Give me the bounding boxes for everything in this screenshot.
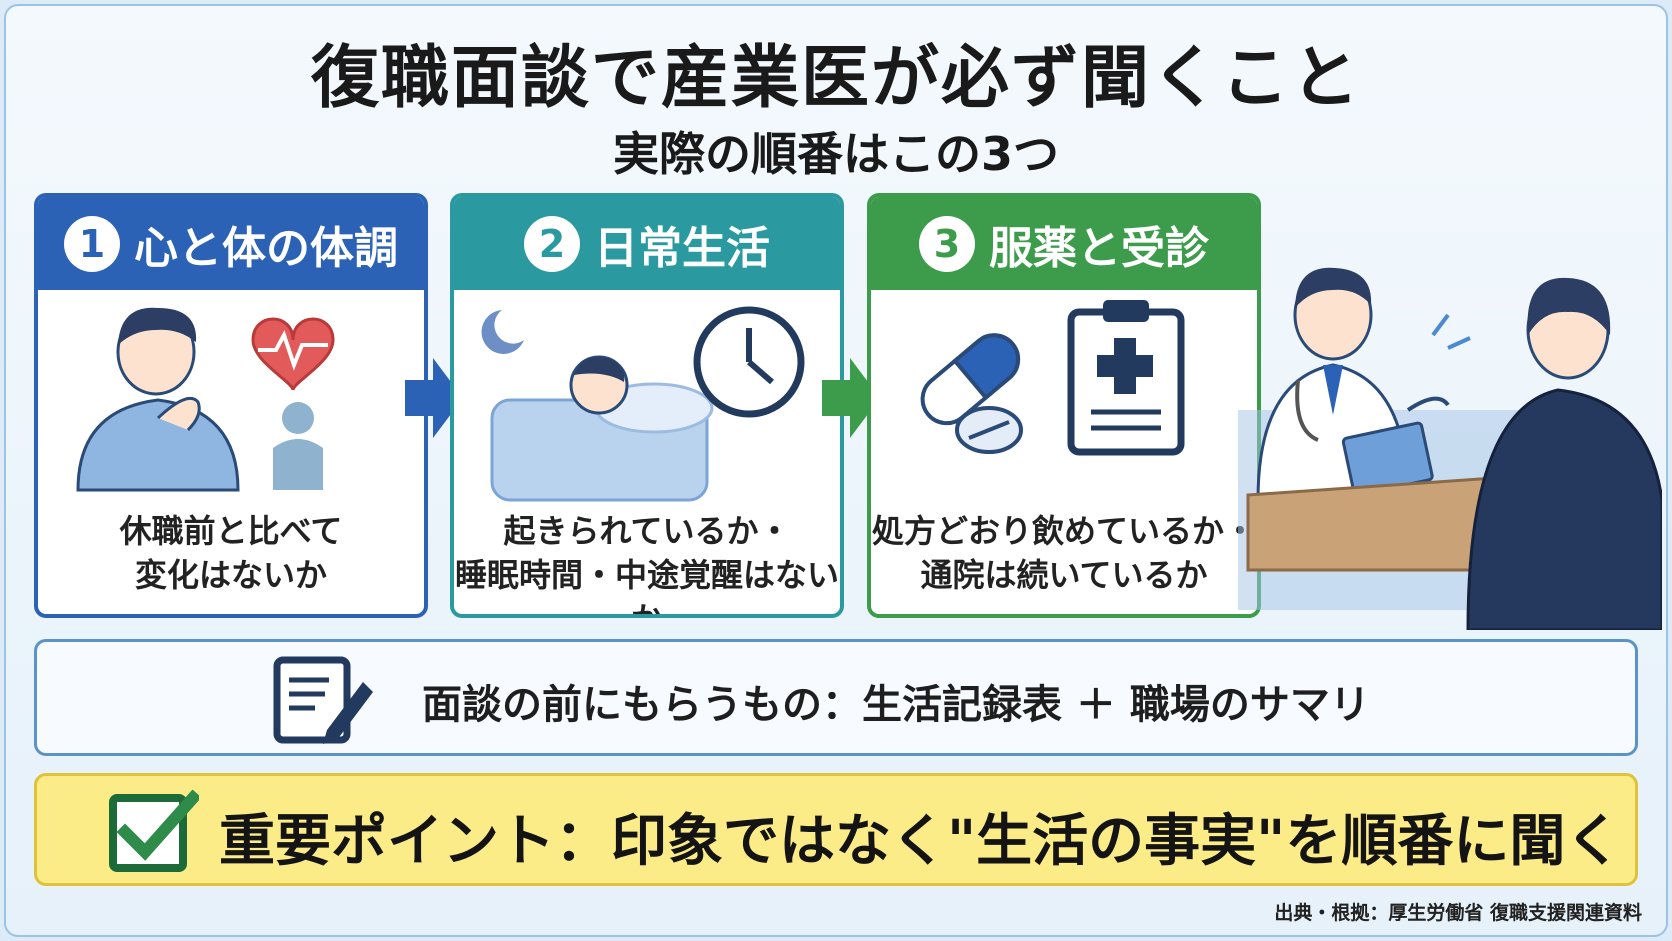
- pre-interview-materials-text: 面談の前にもらうもの：生活記録表 ＋ 職場のサマリ: [422, 682, 1370, 728]
- page-subtitle: 実際の順番はこの3つ: [612, 127, 1059, 181]
- step-header-1: 1 心と体の体調: [38, 197, 424, 290]
- patient-icon: [1466, 277, 1662, 630]
- doctor-patient-consultation-illustration: [1238, 267, 1662, 630]
- moon-icon: [481, 310, 524, 354]
- tablet-icon: [955, 406, 1023, 454]
- right-arrow-icon: [822, 358, 880, 438]
- step-number-2: 2: [524, 215, 580, 272]
- source-citation: 出典・根拠：厚生労働省 復職支援関連資料: [1274, 902, 1642, 924]
- thinking-person-heart-illustration: [76, 307, 335, 492]
- step-card-3: 3 服薬と受診 処方どおり飲めているか・ 通院は続いているか: [867, 193, 1261, 618]
- heart-pulse-icon: [251, 317, 335, 391]
- body-silhouette-icon: [273, 402, 323, 490]
- key-point-box: 重要ポイント：印象ではなく"生活の事実"を順番に聞く: [34, 773, 1638, 886]
- step-description-1: 休職前と比べて 変化はないか: [119, 512, 343, 594]
- step-heading-1: 心と体の体調: [134, 222, 398, 274]
- step-heading-3: 服薬と受診: [989, 222, 1209, 274]
- checkbox-check-icon: [109, 789, 199, 872]
- clock-icon: [693, 306, 805, 418]
- capsule-icon: [920, 333, 1021, 426]
- step-header-3: 3 服薬と受診: [871, 197, 1257, 290]
- medical-clipboard-icon: [1067, 300, 1185, 456]
- pre-interview-materials-box: 面談の前にもらうもの：生活記録表 ＋ 職場のサマリ: [34, 639, 1638, 756]
- step-number-3: 3: [919, 215, 975, 272]
- step-number-1: 1: [64, 215, 120, 272]
- step-card-1: 1 心と体の体調 休職前と比べて 変化はないか: [34, 193, 428, 618]
- step-description-3: 処方どおり飲めているか・ 通院は続いているか: [871, 512, 1256, 594]
- step-card-2: 2 日常生活 起きられているか・ 睡眠時間・中途覚醒はないか: [450, 193, 844, 618]
- right-arrow-icon: [405, 358, 463, 438]
- page-title: 復職面談で産業医が必ず聞くこと: [310, 39, 1361, 118]
- thinking-person-icon: [76, 307, 240, 492]
- step-header-2: 2 日常生活: [454, 197, 840, 290]
- sleeping-person-clock-illustration: [481, 306, 805, 502]
- doctor-icon: [1256, 267, 1450, 502]
- document-pen-icon: [273, 656, 373, 744]
- speech-emphasis-icon: [1431, 313, 1471, 350]
- key-point-text: 重要ポイント：印象ではなく"生活の事実"を順番に聞く: [219, 809, 1622, 874]
- step-description-2: 起きられているか・ 睡眠時間・中途覚醒はないか: [454, 512, 839, 614]
- step-heading-2: 日常生活: [594, 222, 770, 274]
- sleeping-person-icon: [490, 355, 714, 502]
- medicine-clipboard-illustration: [920, 300, 1185, 456]
